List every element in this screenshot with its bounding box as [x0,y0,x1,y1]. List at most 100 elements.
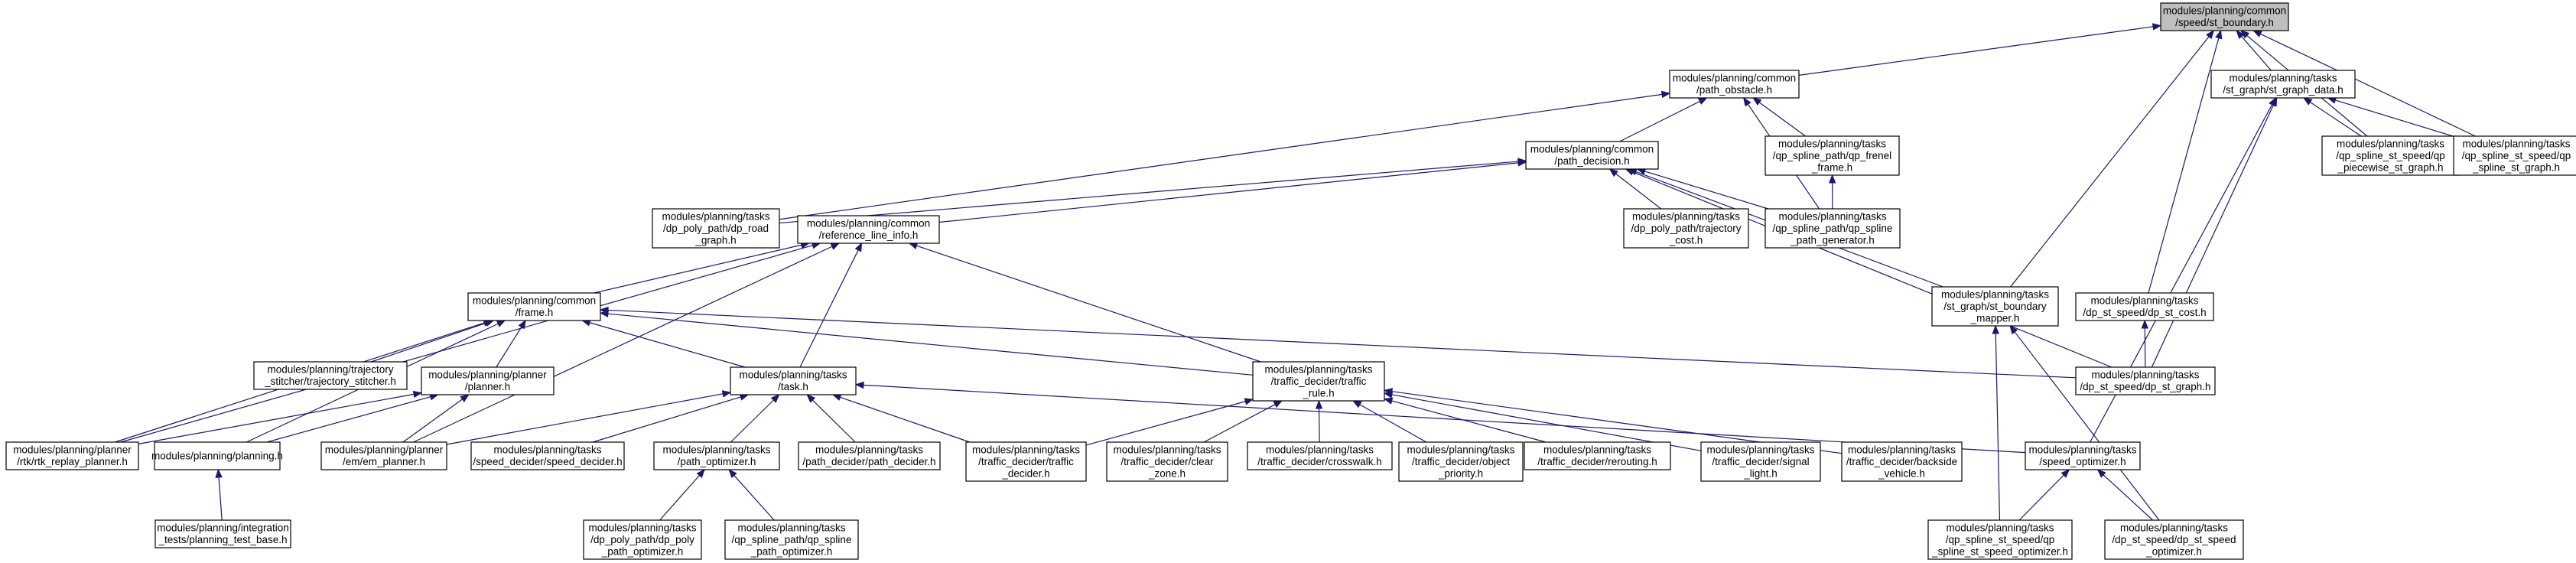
node-st_boundary_mapper[interactable]: modules/planning/tasks/st_graph/st_bound… [1931,286,2059,327]
node-st_graph_data[interactable]: modules/planning/tasks/st_graph/st_graph… [2210,70,2356,99]
node-dp_poly_path_optimizer[interactable]: modules/planning/tasks/dp_poly_path/dp_p… [583,519,702,560]
node-dp_st_speed_optimizer[interactable]: modules/planning/tasks/dp_st_speed/dp_st… [2104,519,2244,560]
edge-traffic_rule-to-frame [599,310,1254,376]
node-dp_st_graph[interactable]: modules/planning/tasks/dp_st_speed/dp_st… [2075,366,2216,395]
edge-qp_spline_path_generator-to-path_decision [1636,168,1769,210]
edge-arrowhead [2302,97,2313,106]
node-label-line: modules/planning/tasks [1706,444,1814,455]
edge-line [779,161,1519,224]
node-rtk_replay_planner[interactable]: modules/planning/planner/rtk/rtk_replay_… [5,441,139,470]
edge-arrowhead [1315,399,1323,409]
node-backside_vehicle[interactable]: modules/planning/tasks/traffic_decider/b… [1841,441,1963,482]
edge-line [733,475,775,521]
edge-arrowhead [1608,168,1618,177]
node-planning_test_base[interactable]: modules/planning/integration_tests/plann… [154,519,291,548]
node-planning[interactable]: modules/planning/planning.h [151,441,283,470]
node-label-line: _piecewise_st_graph.h [2337,161,2443,173]
node-label-line: /dp_st_speed/dp_st_graph.h [2080,381,2210,392]
node-label-line: modules/planning/tasks [1113,444,1221,455]
node-task[interactable]: modules/planning/tasks/task.h [730,366,857,395]
edge-traffic_decider-to-traffic_rule [1085,398,1254,446]
node-label-line: /speed_optimizer.h [2039,456,2126,467]
node-crosswalk[interactable]: modules/planning/tasks/traffic_decider/c… [1247,441,1393,470]
node-label-line: /path_obstacle.h [1696,84,1772,96]
edge-arrowhead [854,242,863,252]
edge-line [607,313,1254,376]
node-box [797,215,940,244]
node-label-line: modules/planning/tasks [1778,210,1886,222]
node-speed_decider[interactable]: modules/planning/tasks/speed_decider/spe… [470,441,625,470]
node-trajectory_cost[interactable]: modules/planning/tasks/dp_poly_path/traj… [1623,208,1749,249]
node-label-line: /traffic_decider/traffic [978,456,1074,467]
edge-rerouting-to-traffic_rule [1383,397,1547,443]
edge-dp_road_graph-to-path_decision [779,158,1527,224]
node-qp_spline_path_optimizer[interactable]: modules/planning/tasks/qp_spline_path/qp… [724,519,859,560]
node-path_decision[interactable]: modules/planning/common/path_decision.h [1525,141,1659,170]
node-label-line: modules/planning/planner [13,444,132,456]
node-path_obstacle[interactable]: modules/planning/common/path_obstacle.h [1669,70,1800,99]
edge-arrowhead [2009,324,2018,335]
node-frame[interactable]: modules/planning/common/frame.h [467,292,601,321]
node-label-line: /qp_spline_path/qp_spline [732,534,852,545]
edge-arrowhead [1517,159,1527,167]
node-qp_spline_st_speed_optimizer[interactable]: modules/planning/tasks/qp_spline_st_spee… [1927,519,2073,560]
node-label-line: /traffic_decider/backside [1846,456,1957,467]
node-qp_spline_st_graph[interactable]: modules/planning/tasks/qp_spline_st_spee… [2453,135,2576,176]
edge-line [266,396,431,443]
node-label-line: modules/planning/tasks [493,444,601,456]
edge-line [218,477,223,521]
node-box [467,292,601,321]
node-label-line: /qp_spline_st_speed/qp [2462,150,2571,161]
edge-line [799,249,859,368]
node-box [1764,208,1901,249]
node-dp_st_cost[interactable]: modules/planning/tasks/dp_st_speed/dp_st… [2075,292,2214,321]
node-traffic_decider[interactable]: modules/planning/tasks/traffic_decider/t… [965,441,1087,482]
node-planner[interactable]: modules/planning/planner/planner.h [421,366,555,395]
node-label-line: /traffic_decider/object [1412,456,1510,467]
node-reference_line_info[interactable]: modules/planning/common/reference_line_i… [797,215,940,244]
node-rerouting[interactable]: modules/planning/tasks/traffic_decider/r… [1524,441,1671,470]
node-label-line: modules/planning/tasks [2337,138,2444,149]
edge-path_decision-to-path_obstacle [1619,97,1708,142]
node-label-line: /speed_decider/speed_decider.h [473,456,622,467]
node-traffic_rule[interactable]: modules/planning/tasks/traffic_decider/t… [1252,361,1385,402]
node-em_planner[interactable]: modules/planning/planner/em/em_planner.h [320,441,447,470]
node-clear_zone[interactable]: modules/planning/tasks/traffic_decider/c… [1106,441,1228,482]
node-label-line: modules/planning/planner [428,369,547,381]
node-trajectory_stitcher[interactable]: modules/planning/trajectory_stitcher/tra… [253,361,408,390]
node-label-line: _tests/planning_test_base.h [158,534,287,545]
node-label-line: modules/planning/tasks [1543,444,1651,456]
edge-line [589,322,746,368]
node-label-line: modules/planning/tasks [739,369,847,381]
node-path_decider[interactable]: modules/planning/tasks/path_decider/path… [798,441,941,470]
node-label-line: /qp_spline_st_speed/qp [2336,150,2445,161]
edge-line [1758,102,1806,137]
node-label-line: _graph.h [694,234,736,246]
node-dp_road_graph[interactable]: modules/planning/tasks/dp_poly_path/dp_r… [652,208,780,249]
node-label-line: modules/planning/tasks [2120,522,2228,533]
edge-arrowhead [1743,96,1751,107]
node-signal_light[interactable]: modules/planning/tasks/traffic_decider/s… [1700,441,1821,482]
edge-line [779,93,1663,220]
edge-arrowhead [770,394,780,403]
node-label-line: /qp_spline_path/qp_frenel [1773,150,1891,161]
node-box [1931,286,2059,327]
node-label-line: /em/em_planner.h [343,456,425,467]
graph-edges [115,23,2476,521]
graph-nodes: modules/planning/common/speed/st_boundar… [5,2,2576,560]
node-box [1247,441,1393,470]
node-box [1700,441,1821,482]
edge-st_boundary_mapper-to-st_boundary [2010,29,2215,288]
edge-em_planner-to-planner [402,394,470,443]
node-label-line: _rule.h [1302,387,1334,399]
node-qp_spline_path_generator[interactable]: modules/planning/tasks/qp_spline_path/qp… [1764,208,1901,249]
edge-arrowhead [1625,168,1635,176]
node-qp_piecewise_st_graph[interactable]: modules/planning/tasks/qp_spline_st_spee… [2321,135,2460,176]
edge-task-to-reference_line_info [799,242,863,368]
node-label-line: /planner.h [465,381,510,392]
node-object_priority[interactable]: modules/planning/tasks/traffic_decider/o… [1398,441,1524,482]
node-qp_frenel_frame[interactable]: modules/planning/tasks/qp_spline_path/qp… [1764,135,1900,176]
node-speed_optimizer[interactable]: modules/planning/tasks/speed_optimizer.h [2025,441,2141,470]
edge-line [2310,102,2362,137]
node-path_optimizer[interactable]: modules/planning/tasks/path_optimizer.h [653,441,780,470]
